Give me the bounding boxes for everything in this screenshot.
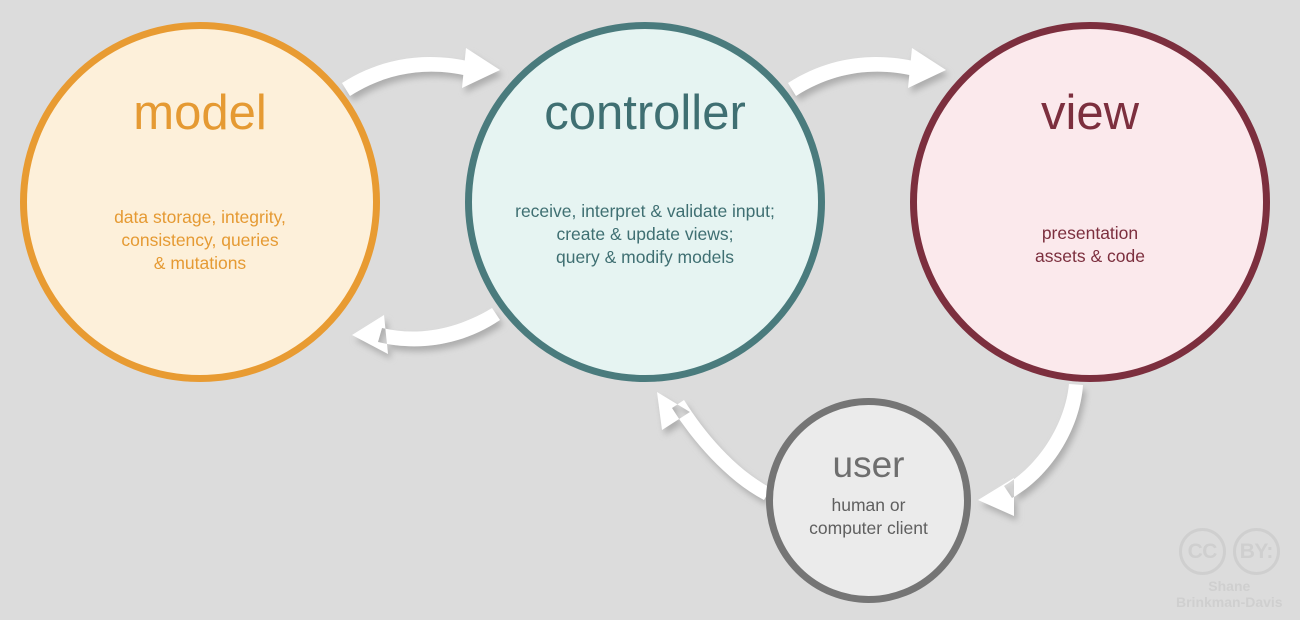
node-view-title: view (1040, 86, 1140, 140)
node-view-description: presentation assets & code (1035, 223, 1145, 266)
node-user-title: user (832, 444, 905, 485)
creative-commons-attribution[interactable]: CC BY: Shane Brinkman-Davis (1176, 528, 1283, 610)
cc-by-icon: BY: (1232, 528, 1280, 575)
arrow-controller-to-view (788, 48, 946, 96)
node-user-description: human or computer client (809, 495, 928, 538)
creative-commons-icon: CC (1178, 528, 1226, 575)
cc-badge-group: CC BY: (1178, 528, 1280, 575)
node-controller-description: receive, interpret & validate input; cre… (515, 201, 775, 267)
node-model[interactable]: model data storage, integrity, consisten… (20, 22, 380, 382)
node-model-description: data storage, integrity, consistency, qu… (114, 207, 286, 273)
node-user[interactable]: user human or computer client (766, 398, 971, 603)
node-model-title: model (133, 86, 267, 140)
node-view[interactable]: view presentation assets & code (910, 22, 1270, 382)
node-controller-title: controller (544, 86, 746, 140)
arrow-model-to-controller (342, 48, 500, 96)
arrow-view-to-user (978, 384, 1083, 516)
arrow-controller-to-model (352, 308, 500, 354)
node-controller[interactable]: controller receive, interpret & validate… (465, 22, 825, 382)
author-credit: Shane Brinkman-Davis (1176, 578, 1283, 611)
arrow-user-to-controller (657, 392, 771, 500)
